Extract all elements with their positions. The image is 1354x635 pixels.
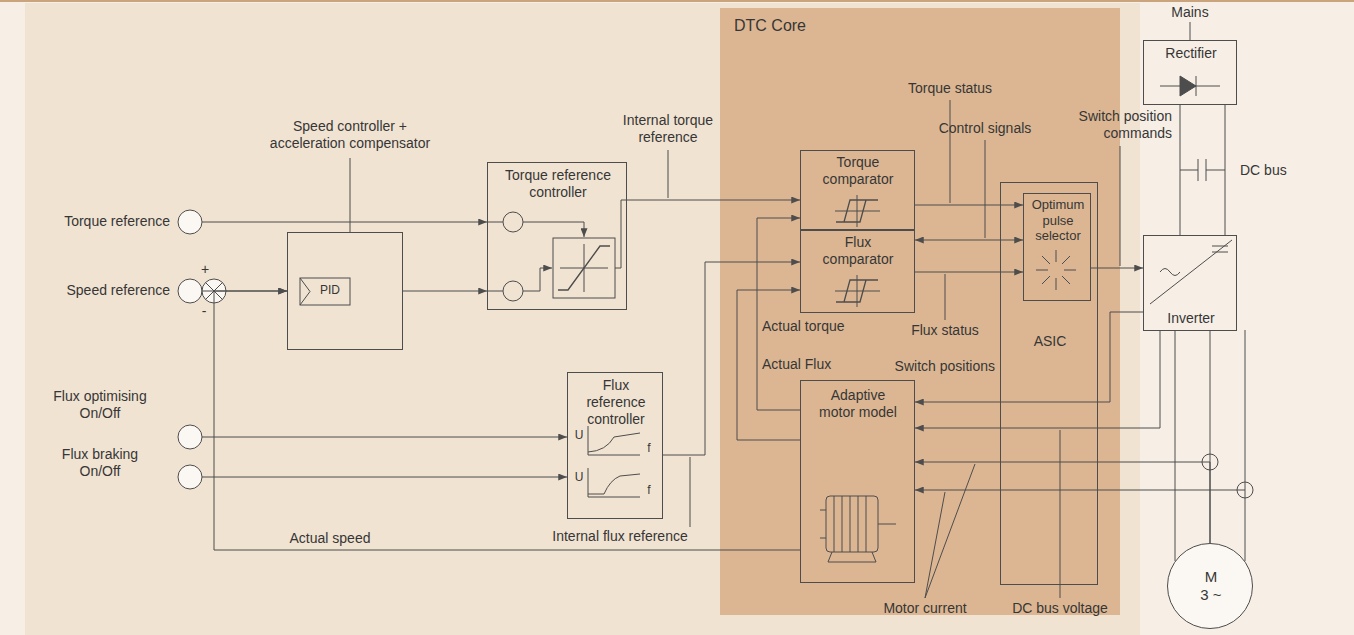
node-text: Flux optimising On/Off — [45, 388, 155, 422]
edge-label: Internal torque reference — [598, 112, 738, 146]
supply-name: Mains — [1160, 4, 1220, 21]
inverter-box: Inverter — [1143, 235, 1237, 331]
dtc-ground — [720, 8, 1120, 615]
node-text: Rectifier — [1144, 45, 1238, 62]
node-text: Flux braking On/Off — [45, 446, 155, 480]
wiring — [202, 22, 1253, 598]
signal-line — [757, 218, 800, 410]
signal-line — [202, 437, 567, 438]
controller-box: Speed controller + acceleration compensa… — [255, 118, 445, 350]
node-text: DTC Core — [734, 16, 894, 35]
top-rule — [0, 0, 1354, 2]
input-terminal: Torque reference — [40, 210, 202, 234]
edge-label: Actual Flux — [762, 356, 862, 373]
axis-name: U — [572, 428, 586, 442]
input-terminals — [178, 210, 202, 489]
signal-line — [915, 272, 1023, 273]
node-text: Torque comparator — [808, 154, 908, 188]
signal-name: Torque status — [895, 80, 1005, 97]
comparator-box: Flux comparator — [800, 230, 915, 313]
signal-line — [1210, 331, 1211, 543]
node-text: Optimum pulse selector — [1026, 197, 1090, 244]
node-text: Inverter — [1144, 310, 1238, 327]
rectifier-box: Rectifier — [1143, 40, 1237, 105]
signal-line — [202, 477, 567, 478]
signal-line — [403, 291, 487, 292]
input-terminal: Flux braking On/Off — [40, 444, 202, 490]
box-frame — [287, 232, 403, 350]
signal-line — [627, 200, 800, 201]
signal-line — [915, 240, 1023, 241]
panel-ground — [25, 3, 1140, 635]
signal-line — [915, 205, 1023, 206]
node-text: PID — [312, 283, 348, 297]
signal-name: Control signals — [930, 120, 1040, 137]
signal-name: Motor current — [870, 600, 980, 617]
node-text: Flux reference controller — [572, 377, 660, 427]
axis-name: f — [644, 483, 654, 497]
sign-mark: + — [199, 261, 211, 278]
signal-line — [915, 462, 1210, 543]
node-text: Speed controller + acceleration compensa… — [255, 118, 445, 152]
signal-line — [214, 291, 800, 550]
input-terminal: Speed reference — [40, 279, 202, 303]
signal-line — [1180, 105, 1181, 235]
controller-box: Torque reference controller — [487, 162, 627, 310]
signal-line — [915, 331, 1160, 428]
signal-line — [202, 222, 487, 223]
signal-name: Flux status — [895, 322, 995, 339]
axis-name: f — [644, 441, 654, 455]
core-region: DTC CoreTorque comparatorFlux comparator… — [720, 8, 1120, 615]
comparator-box: Torque comparator — [800, 150, 915, 230]
input-terminal: Flux optimising On/Off — [40, 386, 202, 449]
motor-model-box: Adaptive motor model — [800, 380, 915, 583]
node-text: Torque reference — [40, 213, 170, 230]
node-text: Adaptive motor model — [818, 387, 898, 421]
signal-line — [1091, 268, 1143, 269]
bus-name: DC bus — [1240, 162, 1300, 179]
node-text: ASIC — [1001, 333, 1099, 350]
node-text: M 3 ~ — [1199, 568, 1223, 604]
edge-label: Switch positions — [885, 358, 995, 375]
edge-label: Actual speed — [270, 530, 390, 547]
edge-label: Switch position commands — [1050, 108, 1172, 142]
motor-circle: M 3 ~ — [1167, 543, 1253, 629]
axis-name: U — [572, 470, 586, 484]
sign-mark: - — [198, 303, 210, 320]
node-text: Speed reference — [40, 282, 170, 299]
signal-name: DC bus voltage — [1005, 600, 1115, 617]
edge-label: Internal flux reference — [540, 528, 700, 545]
node-text: Torque reference controller — [488, 167, 628, 201]
asic-box: ASIC Optimum pulse selector — [1000, 182, 1098, 585]
selector-box: Optimum pulse selector — [1023, 193, 1091, 301]
edge-label: Actual torque — [762, 318, 862, 335]
node-text: Flux comparator — [808, 234, 908, 268]
